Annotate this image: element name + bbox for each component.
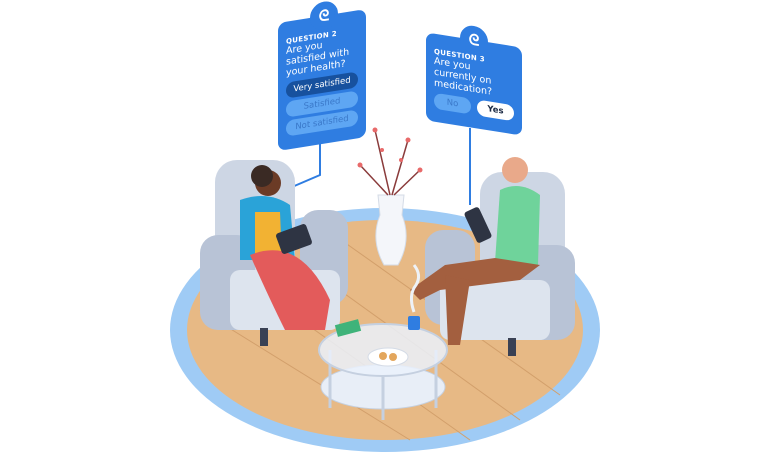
option-yes[interactable]: Yes [477, 99, 514, 122]
vase-with-branches [357, 127, 423, 266]
woman-figure [240, 165, 330, 330]
question-2-card: ᘓ QUESTION 2 Are you satisfied with your… [278, 0, 366, 151]
question-3-card: ᘓ QUESTION 3 Are you currently on medica… [426, 23, 522, 136]
book [334, 319, 362, 337]
coffee-table [318, 264, 448, 420]
man-figure [410, 157, 540, 345]
cookie-plate [367, 347, 409, 367]
option-no[interactable]: No [434, 92, 471, 115]
mug [408, 316, 420, 330]
connector-line-left [284, 140, 321, 191]
